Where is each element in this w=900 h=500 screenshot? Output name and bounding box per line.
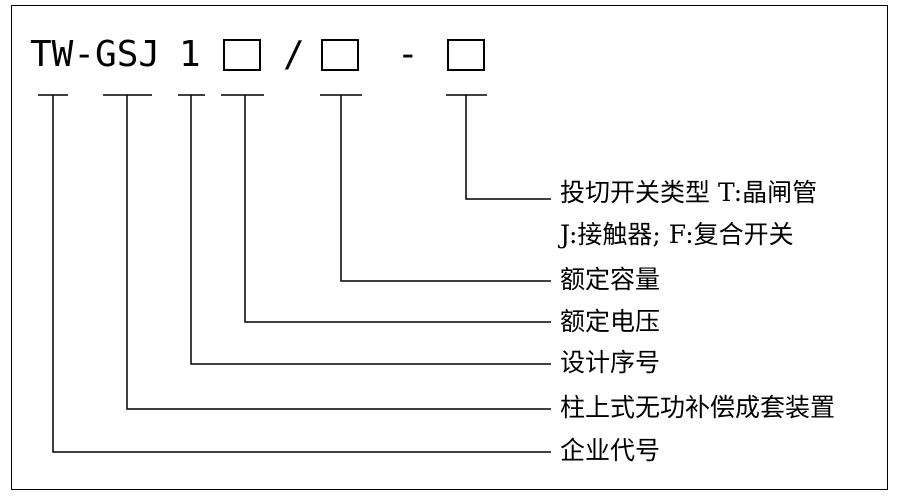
code-prefix: TW-GSJ	[30, 34, 161, 75]
label-switch-type-line2: J:接触器; F:复合开关	[560, 220, 794, 249]
label-rated-capacity: 额定容量	[560, 265, 661, 294]
leader-product-type	[126, 95, 551, 410]
code-dash: -	[397, 34, 419, 75]
label-switch-type-line1: 投切开关类型 T:晶闸管	[560, 178, 818, 207]
switch-type-placeholder-box	[447, 39, 485, 71]
label-rated-voltage: 额定电压	[560, 307, 661, 336]
leader-company-code	[52, 95, 551, 453]
leader-rated-voltage	[244, 95, 551, 323]
voltage-placeholder-box	[223, 39, 261, 71]
code-slash: /	[283, 34, 305, 75]
label-product-type: 柱上式无功补偿成套装置	[560, 393, 836, 422]
label-company-code: 企业代号	[560, 436, 661, 465]
capacity-placeholder-box	[321, 39, 359, 71]
label-design-serial: 设计序号	[560, 348, 661, 377]
leader-switch-type	[465, 95, 551, 200]
leader-design-serial	[190, 95, 551, 365]
leader-rated-capacity	[340, 95, 551, 282]
diagram-frame	[11, 5, 888, 490]
code-digit: 1	[179, 34, 201, 75]
